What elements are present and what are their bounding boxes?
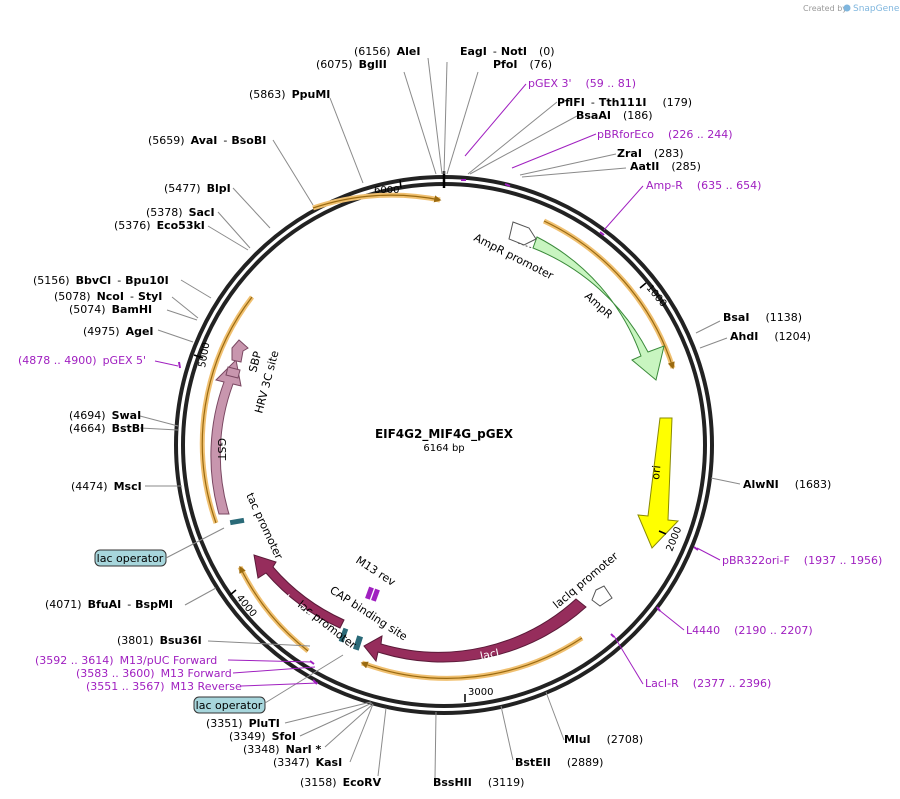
svg-text:BsaI(1138): BsaI(1138)	[723, 311, 802, 324]
svg-text:(3583 .. 3600)M13 Forward: (3583 .. 3600)M13 Forward	[76, 667, 232, 680]
svg-text:L4440(2190 .. 2207): L4440(2190 .. 2207)	[686, 624, 813, 637]
snapgene-logo: SnapGene	[843, 4, 900, 14]
orf-arc-top-left	[312, 192, 442, 211]
orf-arc-laci	[360, 635, 584, 681]
laczalpha-arrow[interactable]	[253, 554, 345, 629]
credit-text: Created by	[803, 4, 847, 13]
svg-text:MluI(2708): MluI(2708)	[564, 733, 643, 746]
svg-text:LacI-R(2377 .. 2396): LacI-R(2377 .. 2396)	[645, 677, 771, 690]
ori-arrow[interactable]	[637, 417, 680, 549]
gst-label: GST	[215, 438, 228, 461]
primer-leaders	[154, 83, 721, 687]
svg-text:(4694)SwaI: (4694)SwaI	[69, 409, 141, 422]
svg-text:AhdI(1204): AhdI(1204)	[730, 330, 811, 343]
svg-text:(5378)SacI: (5378)SacI	[146, 206, 215, 219]
svg-text:Amp-R(635 .. 654): Amp-R(635 .. 654)	[646, 179, 761, 192]
site-leaders	[139, 57, 741, 779]
laci-label: lacI	[479, 646, 500, 663]
svg-text:(4975)AgeI: (4975)AgeI	[83, 325, 154, 338]
tick-label-3000: 3000	[468, 687, 493, 698]
svg-text:(4664)BstBI: (4664)BstBI	[69, 422, 144, 435]
cap-site-mark	[352, 635, 364, 651]
gst-arrow[interactable]	[210, 358, 242, 515]
svg-text:(4071)BfuAI-BspMI: (4071)BfuAI-BspMI	[45, 598, 173, 611]
tick-label-5000: 5000	[197, 342, 212, 369]
m13-rev-label: M13 rev	[353, 554, 398, 589]
sbp-label: SBP	[246, 350, 264, 374]
svg-text:pBR322ori-F(1937 .. 1956): pBR322ori-F(1937 .. 1956)	[722, 554, 882, 567]
lac-operator-mark-top	[229, 517, 245, 526]
ampr-arrow[interactable]	[532, 236, 665, 381]
plasmid-size: 6164 bp	[423, 443, 464, 454]
tac-promoter-label: tac promoter	[243, 491, 285, 562]
laci-arrow[interactable]	[363, 598, 587, 663]
svg-text:SnapGene: SnapGene	[853, 4, 900, 14]
svg-text:(6075)BglII: (6075)BglII	[316, 58, 387, 71]
ampr-promoter-arrow[interactable]	[508, 221, 537, 246]
svg-text:PfoI(76): PfoI(76)	[493, 58, 552, 71]
ori-label: ori	[649, 465, 663, 481]
svg-text:(5156)BbvCI-Bpu10I: (5156)BbvCI-Bpu10I	[33, 274, 169, 287]
svg-text:(6156)AleI: (6156)AleI	[354, 45, 420, 58]
svg-text:(3349)SfoI: (3349)SfoI	[229, 730, 296, 743]
lac-operator-box-1[interactable]: lac operator	[94, 549, 167, 567]
laciq-promoter-label: lacIq promoter	[551, 549, 621, 611]
svg-text:(3801)Bsu36I: (3801)Bsu36I	[117, 634, 202, 647]
svg-text:EagI-NotI(0): EagI-NotI(0)	[460, 45, 555, 58]
tick-marks	[193, 171, 667, 702]
svg-text:lac operator: lac operator	[196, 699, 263, 712]
laciq-promoter-arrow[interactable]	[591, 585, 613, 607]
svg-text:(3592 .. 3614)M13/pUC Forward: (3592 .. 3614)M13/pUC Forward	[35, 654, 217, 667]
orf-arc-lacz	[237, 565, 310, 653]
ampr-label: AmpR	[582, 290, 615, 322]
svg-text:(5074)BamHI: (5074)BamHI	[69, 303, 152, 316]
svg-text:ZraI(283): ZraI(283)	[617, 147, 684, 160]
svg-text:(3347)KasI: (3347)KasI	[273, 756, 342, 769]
svg-text:(5659)AvaI-BsoBI: (5659)AvaI-BsoBI	[148, 134, 266, 147]
svg-text:(3348)NarI *: (3348)NarI *	[243, 743, 322, 756]
svg-text:pBRforEco(226 .. 244): pBRforEco(226 .. 244)	[597, 128, 733, 141]
svg-text:(5078)NcoI-StyI: (5078)NcoI-StyI	[54, 290, 162, 303]
svg-text:PflFI-Tth111I(179): PflFI-Tth111I(179)	[557, 96, 692, 109]
svg-text:(4474)MscI: (4474)MscI	[71, 480, 142, 493]
sbp-arrow[interactable]	[231, 339, 249, 363]
svg-text:(5477)BlpI: (5477)BlpI	[164, 182, 231, 195]
m13-rev-primer	[365, 586, 380, 602]
svg-text:(5863)PpuMI: (5863)PpuMI	[249, 88, 330, 101]
svg-text:BstEII(2889): BstEII(2889)	[515, 756, 603, 769]
svg-text:BsaAI(186): BsaAI(186)	[576, 109, 653, 122]
svg-text:(5376)Eco53kI: (5376)Eco53kI	[114, 219, 205, 232]
primer-labels: pGEX 3'(59 .. 81) pBRforEco(226 .. 244) …	[18, 77, 882, 693]
svg-text:lac operator: lac operator	[97, 552, 164, 565]
tick-label-6000: 6000	[374, 185, 399, 196]
lac-operator-mark-bottom	[338, 627, 349, 643]
svg-text:BssHII(3119): BssHII(3119)	[433, 776, 524, 789]
svg-text:(3158)EcoRV: (3158)EcoRV	[300, 776, 382, 789]
svg-text:(3351)PluTI: (3351)PluTI	[206, 717, 280, 730]
orf-arc-ampr	[542, 218, 676, 370]
svg-text:(3551 .. 3567)M13 Reverse: (3551 .. 3567)M13 Reverse	[86, 680, 242, 693]
svg-text:pGEX 3'(59 .. 81): pGEX 3'(59 .. 81)	[528, 77, 636, 90]
plasmid-name: EIF4G2_MIF4G_pGEX	[375, 427, 514, 442]
svg-text:AatII(285): AatII(285)	[630, 160, 701, 173]
restriction-site-labels: (6156)AleI (6075)BglII EagI-NotI(0) PfoI…	[33, 45, 831, 789]
svg-text:(4878 .. 4900)pGEX 5': (4878 .. 4900)pGEX 5'	[18, 354, 146, 367]
orf-arc-gst	[199, 295, 254, 524]
hrv-3c-site-arrow[interactable]	[225, 366, 241, 379]
lac-operator-box-2[interactable]: lac operator	[193, 696, 266, 714]
orf-arcs	[199, 192, 676, 681]
svg-text:AlwNI(1683): AlwNI(1683)	[743, 478, 831, 491]
